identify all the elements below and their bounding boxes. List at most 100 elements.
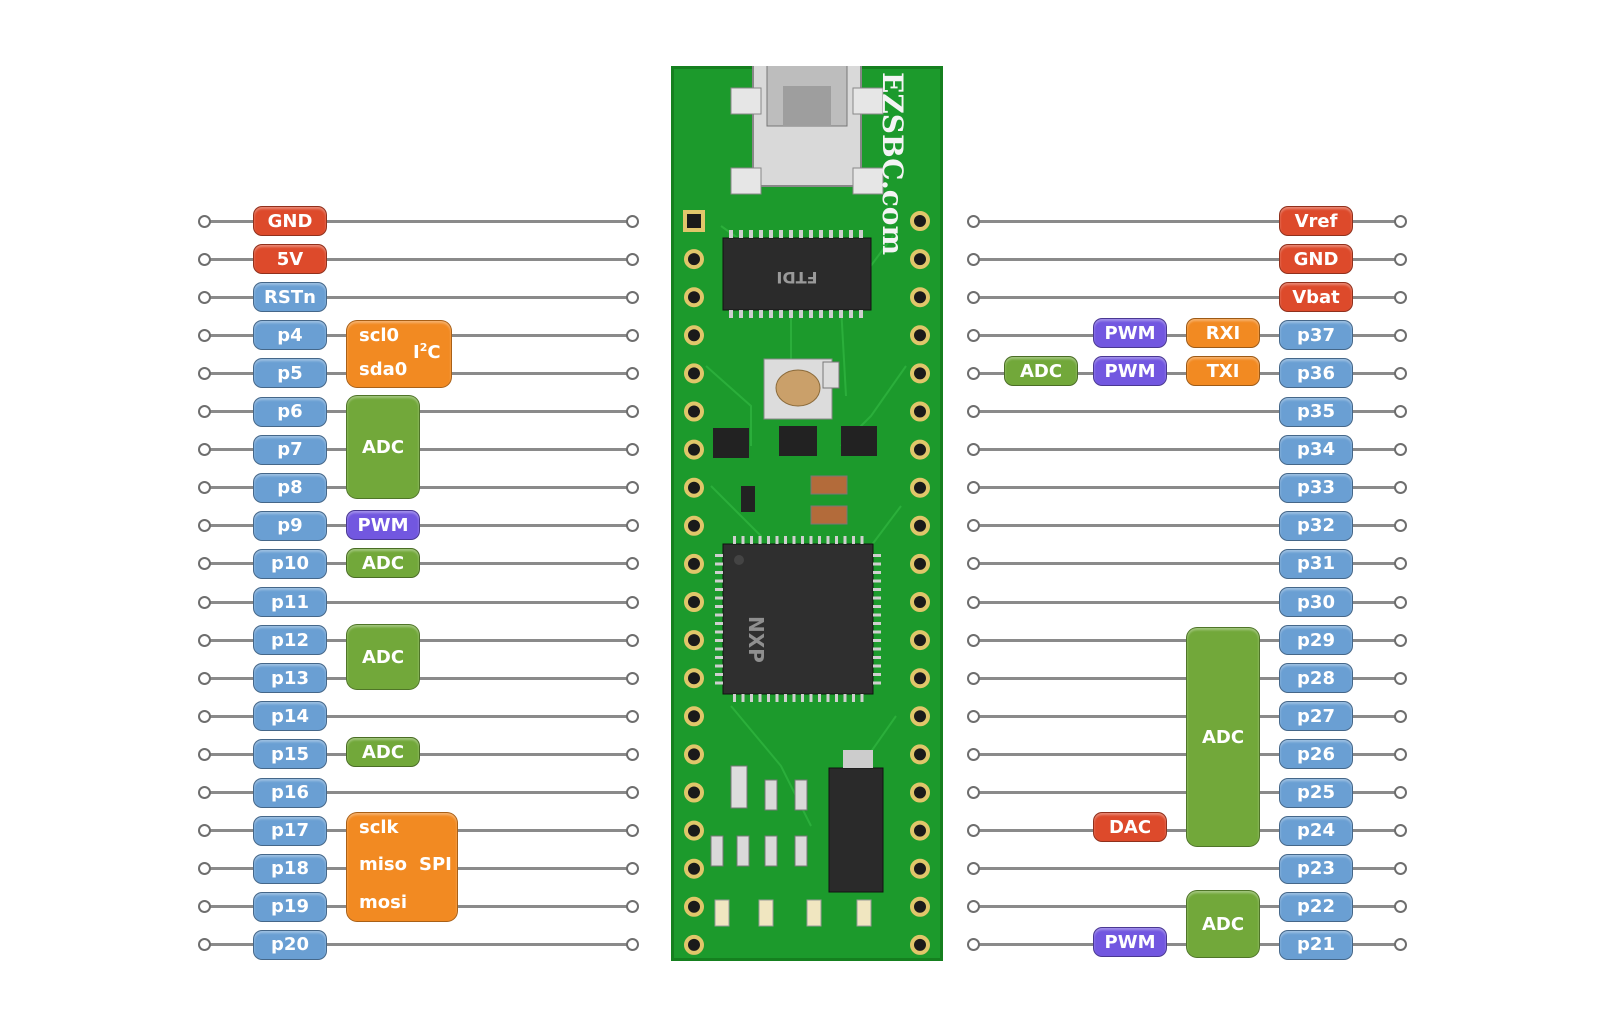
right-terminal [1393, 328, 1407, 342]
left-wire [209, 600, 632, 604]
right-terminal [1393, 290, 1407, 304]
through-hole [910, 211, 930, 231]
pwm-p36: PWM [1093, 356, 1167, 386]
left-wire [209, 524, 632, 528]
through-hole [684, 744, 704, 765]
left-terminal [197, 671, 211, 685]
spi-sclk-label: sclk [359, 817, 399, 838]
left-pin-label: p11 [253, 587, 327, 617]
right-pin-label: p30 [1279, 587, 1353, 617]
brand-text: EZSBC.com [876, 72, 909, 255]
left-terminal [625, 709, 639, 723]
right-terminal [1393, 709, 1407, 723]
right-pin-label: p37 [1279, 320, 1353, 351]
left-wire [209, 219, 632, 223]
right-terminal [966, 938, 980, 952]
left-terminal [625, 290, 639, 304]
through-hole [910, 592, 930, 612]
right-pin-label: p22 [1279, 891, 1353, 922]
left-terminal [197, 633, 211, 647]
right-terminal [1393, 862, 1407, 876]
right-terminal [966, 443, 980, 457]
right-terminal [966, 328, 980, 342]
right-terminal [1393, 481, 1407, 495]
through-hole [684, 782, 704, 803]
through-hole [910, 553, 930, 574]
through-hole [910, 896, 930, 917]
left-pin-label: p19 [253, 891, 327, 922]
right-terminal [1393, 557, 1407, 571]
left-pin-label: p14 [253, 701, 327, 732]
left-pin-label: p10 [253, 548, 327, 579]
left-pin-label: GND [253, 206, 327, 236]
through-hole [684, 401, 704, 422]
left-terminal [625, 938, 639, 952]
i2c-scl0-label: scl0 [359, 325, 400, 346]
left-pin-label: p12 [253, 625, 327, 656]
through-hole [910, 858, 930, 879]
through-hole [684, 439, 704, 460]
right-pin-label: p28 [1279, 663, 1353, 694]
ftdi-logo: FTDI [776, 268, 817, 287]
right-wire [977, 867, 1400, 871]
through-hole [684, 287, 704, 308]
adc-p15: ADC [346, 737, 420, 767]
adc-group-p12-p13: ADC [346, 624, 420, 690]
right-terminal [1393, 824, 1407, 838]
right-wire [977, 600, 1400, 604]
right-terminal [966, 824, 980, 838]
left-terminal [197, 252, 211, 266]
through-hole [910, 706, 930, 727]
left-terminal [197, 938, 211, 952]
through-hole [910, 325, 930, 346]
left-terminal [197, 328, 211, 342]
left-wire [209, 295, 632, 299]
left-terminal [625, 595, 639, 609]
right-pin-label: Vref [1279, 206, 1353, 236]
left-pin-label: p7 [253, 434, 327, 465]
right-wire [977, 524, 1400, 528]
right-pin-label: p32 [1279, 510, 1353, 541]
right-terminal [966, 747, 980, 761]
left-terminal [625, 862, 639, 876]
rxi-p37: RXI [1186, 318, 1260, 348]
left-terminal [625, 252, 639, 266]
left-terminal [197, 405, 211, 418]
left-pin-label: 5V [253, 244, 327, 275]
left-terminal [625, 671, 639, 685]
through-hole [910, 782, 930, 803]
right-pin-label: p21 [1279, 929, 1353, 960]
right-terminal [966, 671, 980, 685]
left-wire [209, 943, 632, 947]
spi-group: sclk miso mosi SPI [346, 812, 458, 922]
right-terminal [966, 786, 980, 799]
right-pin-label: Vbat [1279, 282, 1353, 313]
i2c-sda0-label: sda0 [359, 359, 408, 380]
right-pin-label: GND [1279, 244, 1353, 275]
left-wire [209, 676, 632, 680]
left-terminal [625, 405, 639, 418]
right-wire [977, 219, 1400, 223]
right-terminal [966, 595, 980, 609]
nxp-logo: NXP [744, 616, 768, 663]
through-hole [684, 477, 704, 498]
right-pin-label: p31 [1279, 548, 1353, 579]
left-terminal [197, 747, 211, 761]
left-terminal [197, 900, 211, 914]
left-pin-label: p20 [253, 929, 327, 960]
through-hole [910, 820, 930, 841]
left-terminal [197, 862, 211, 876]
spi-miso-label: miso [359, 854, 408, 875]
right-terminal [1393, 252, 1407, 266]
left-pin-label: p13 [253, 663, 327, 694]
left-terminal [625, 366, 639, 380]
right-terminal [966, 252, 980, 266]
adc-p36: ADC [1004, 356, 1078, 386]
right-terminal [966, 862, 980, 876]
left-terminal [625, 481, 639, 495]
right-terminal [966, 633, 980, 647]
through-hole [910, 630, 930, 651]
left-wire [209, 562, 632, 566]
right-pin-label: p34 [1279, 434, 1353, 465]
right-pin-label: p33 [1279, 472, 1353, 503]
